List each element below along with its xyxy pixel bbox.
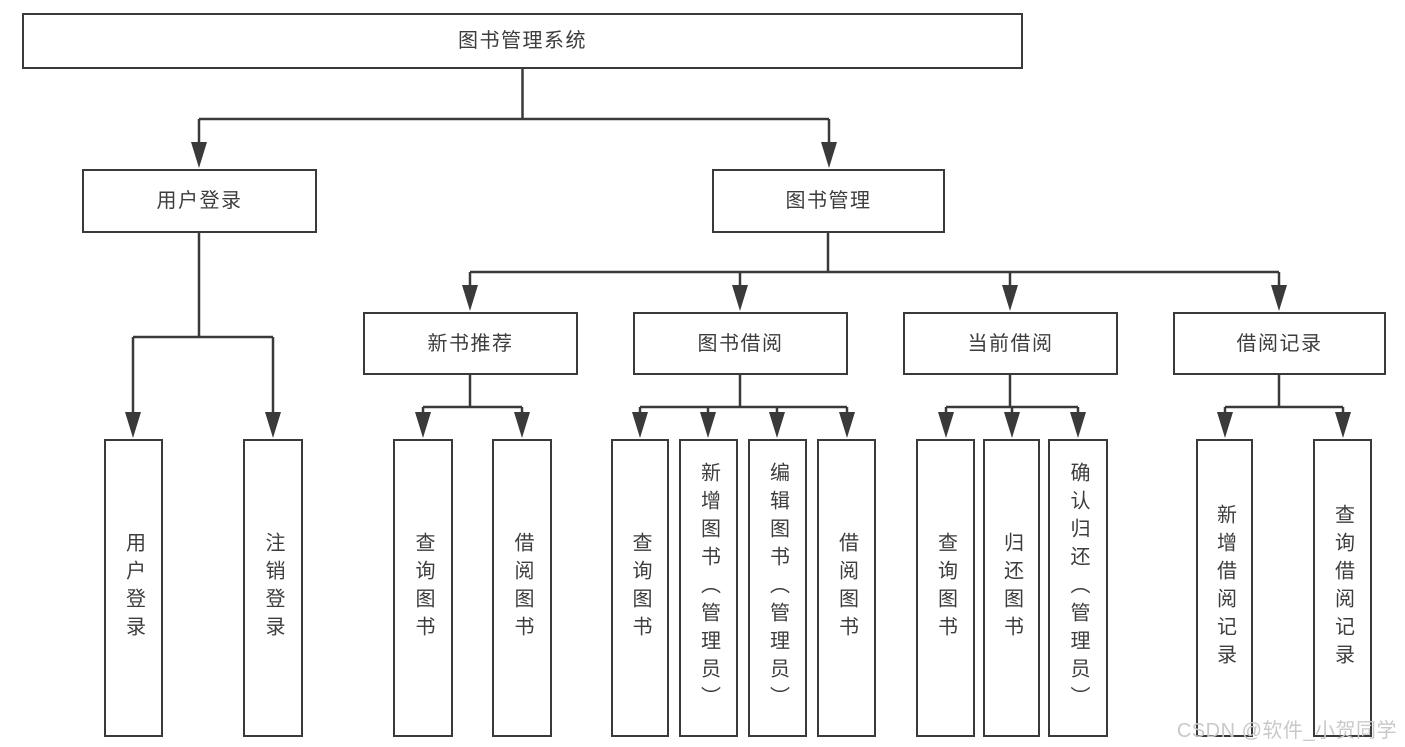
node-leaf-borrow-book-2: 借阅图书 bbox=[817, 439, 876, 737]
node-current-borrow: 当前借阅 bbox=[903, 312, 1118, 375]
connector-borrow-record-to-leaves bbox=[1223, 373, 1345, 418]
node-new-book-recommend: 新书推荐 bbox=[363, 312, 578, 375]
connector-book-borrow-to-leaves bbox=[638, 373, 849, 418]
node-leaf-confirm-return-admin: 确认归还（管理员） bbox=[1048, 439, 1108, 737]
node-leaf-user-login: 用户登录 bbox=[104, 439, 163, 737]
connector-new-book-to-leaves bbox=[421, 373, 524, 418]
connector-root-to-level2 bbox=[197, 67, 831, 150]
connector-current-borrow-to-leaves bbox=[944, 373, 1080, 418]
csdn-watermark: CSDN @软件_小贺同学 bbox=[1176, 720, 1397, 742]
connector-book-mgmt-to-level3 bbox=[468, 231, 1281, 292]
connector-user-login-to-leaves bbox=[131, 231, 275, 418]
node-leaf-add-book-admin: 新增图书（管理员） bbox=[679, 439, 738, 737]
node-leaf-edit-book-admin: 编辑图书（管理员） bbox=[748, 439, 807, 737]
node-leaf-borrow-book-1: 借阅图书 bbox=[492, 439, 552, 737]
node-leaf-query-borrow-record: 查询借阅记录 bbox=[1313, 439, 1372, 737]
node-leaf-query-book-1: 查询图书 bbox=[393, 439, 453, 737]
node-root-system: 图书管理系统 bbox=[22, 13, 1023, 69]
node-book-management: 图书管理 bbox=[712, 169, 945, 233]
node-leaf-query-book-3: 查询图书 bbox=[916, 439, 975, 737]
node-user-login: 用户登录 bbox=[82, 169, 317, 233]
node-leaf-add-borrow-record: 新增借阅记录 bbox=[1196, 439, 1253, 737]
node-book-borrow: 图书借阅 bbox=[633, 312, 848, 375]
node-leaf-query-book-2: 查询图书 bbox=[611, 439, 669, 737]
node-leaf-logout: 注销登录 bbox=[243, 439, 303, 737]
node-borrow-record: 借阅记录 bbox=[1173, 312, 1386, 375]
node-leaf-return-book: 归还图书 bbox=[983, 439, 1040, 737]
